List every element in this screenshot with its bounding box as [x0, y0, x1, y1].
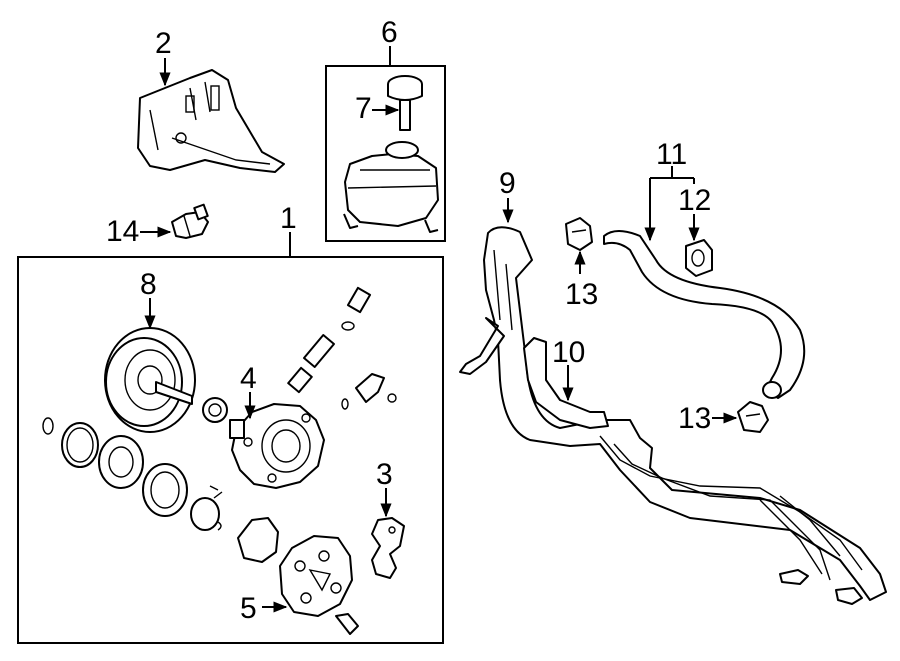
callout-8: 8 — [140, 268, 157, 301]
pressure-hose — [459, 226, 887, 601]
reservoir-box — [325, 65, 446, 242]
pump-assembly-box — [17, 256, 444, 644]
flow-control-valve — [287, 286, 397, 410]
heat-shield — [137, 69, 285, 173]
o-ring-seals — [42, 417, 99, 468]
callout-11: 11 — [656, 138, 687, 171]
suction-hose — [603, 230, 806, 399]
reservoir-tank — [343, 141, 439, 233]
hose-clip-lower — [737, 401, 769, 433]
callout-14: 14 — [106, 215, 139, 248]
gasket — [237, 517, 279, 563]
pump-bracket — [371, 517, 405, 579]
callout-5: 5 — [240, 592, 257, 625]
callout-6: 6 — [381, 16, 398, 49]
pump-rotor-set — [98, 397, 228, 531]
callout-13b: 13 — [678, 402, 711, 435]
callout-2: 2 — [155, 27, 172, 60]
return-line-tubes — [599, 435, 863, 605]
return-hose — [523, 337, 609, 429]
callout-4: 4 — [240, 362, 257, 395]
callout-12: 12 — [678, 184, 711, 217]
callout-3: 3 — [376, 458, 393, 491]
pump-rear-housing — [279, 535, 353, 617]
callout-10: 10 — [552, 336, 585, 369]
callout-13a: 13 — [565, 278, 598, 311]
callout-1: 1 — [280, 202, 297, 235]
callout-9: 9 — [499, 167, 516, 200]
pump-housing — [229, 403, 325, 489]
pulley — [104, 327, 196, 433]
reservoir-cap — [387, 75, 423, 131]
hose-clamp — [685, 239, 713, 277]
callout-7: 7 — [355, 92, 372, 125]
hose-clip-upper — [565, 217, 593, 251]
mounting-bolt — [335, 613, 359, 635]
pressure-switch — [171, 203, 209, 239]
